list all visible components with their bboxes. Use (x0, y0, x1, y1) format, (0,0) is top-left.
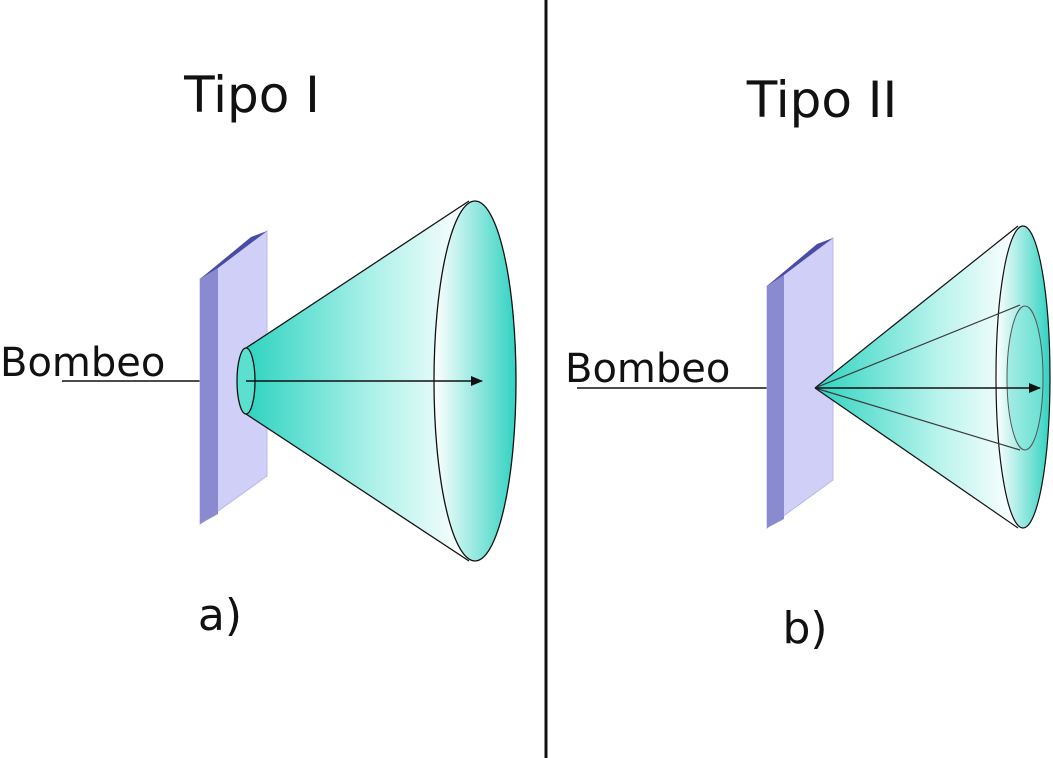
panel-a-pump-plate (199, 230, 268, 525)
panel-b: Tipo II Bombeo b) (565, 71, 1051, 654)
panel-a-pump-label: Bombeo (0, 340, 165, 386)
panel-b-pump-plate (766, 237, 834, 529)
panel-b-cone (814, 225, 1051, 529)
panel-a-caption: a) (198, 590, 242, 641)
panel-a: Tipo I Bombeo a) (0, 66, 517, 641)
panel-a-title: Tipo I (183, 66, 320, 124)
panel-b-title: Tipo II (746, 71, 898, 129)
panel-b-caption: b) (782, 603, 827, 654)
panel-b-pump-label: Bombeo (565, 346, 730, 392)
